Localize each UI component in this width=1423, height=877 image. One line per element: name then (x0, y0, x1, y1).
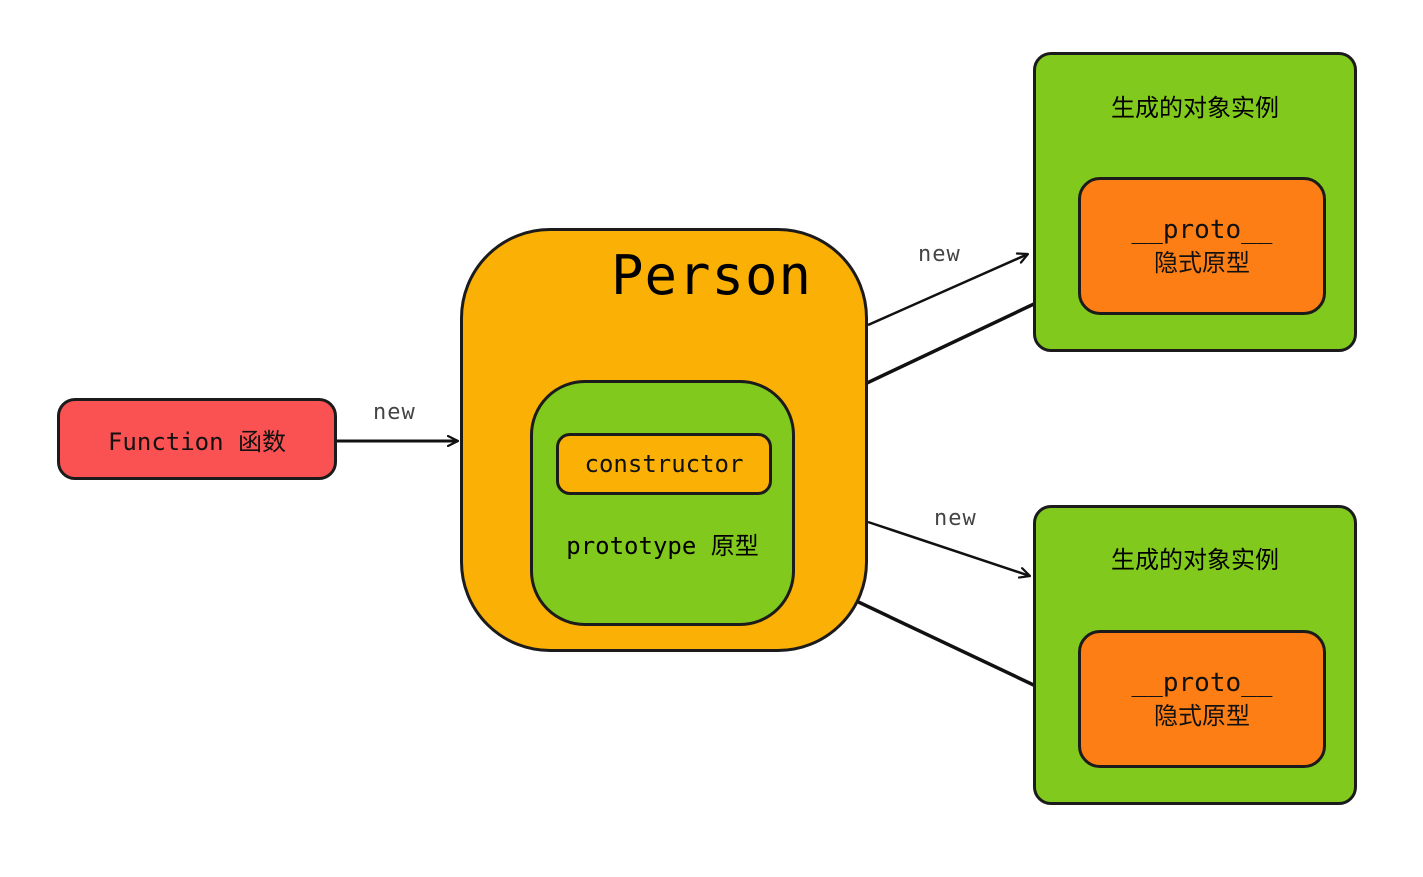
person-title: Person (610, 244, 813, 307)
function-label: Function 函数 (107, 427, 287, 456)
edge-label-top-new: new (918, 242, 961, 267)
constructor-label: constructor (584, 450, 744, 478)
constructor-box: constructor (556, 433, 772, 495)
prototype-box (530, 380, 795, 626)
arrow-person-to-instance-top (867, 254, 1028, 327)
instance-label-top: 生成的对象实例 (1111, 94, 1279, 122)
proto-box-top: __proto__ 隐式原型 (1078, 177, 1326, 315)
arrow-person-to-instance-bottom (867, 520, 1030, 576)
prototype-label: prototype 原型 (566, 532, 759, 560)
proto-name-top: __proto__ (1131, 215, 1273, 245)
proto-box-bottom: __proto__ 隐式原型 (1078, 630, 1326, 768)
proto-desc-top: 隐式原型 (1154, 249, 1250, 277)
proto-name-bottom: __proto__ (1131, 668, 1273, 698)
edge-label-function-new: new (373, 400, 416, 425)
edge-label-bottom-new: new (934, 506, 977, 531)
function-box: Function 函数 (57, 398, 337, 480)
instance-label-bottom: 生成的对象实例 (1111, 546, 1279, 574)
proto-desc-bottom: 隐式原型 (1154, 702, 1250, 730)
